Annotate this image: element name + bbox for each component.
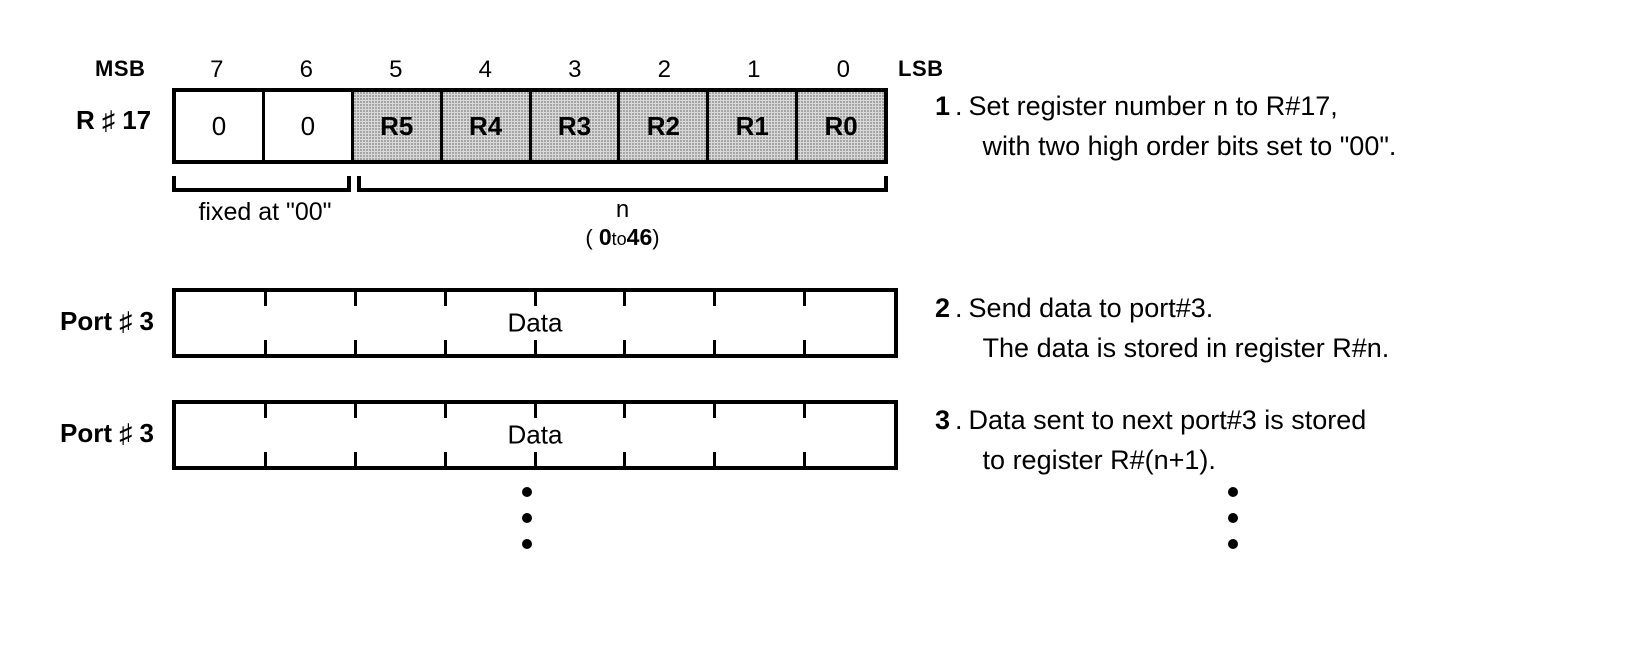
- range-max-value: 46: [626, 224, 653, 250]
- bit-number-2: 2: [657, 56, 671, 83]
- note-1-separator: .: [955, 91, 963, 121]
- note-1-number: 1: [935, 91, 951, 121]
- note-item-2: 2 . Send data to port#3. The data is sto…: [935, 288, 1635, 368]
- bit-number-7: 7: [210, 56, 224, 83]
- note-3-line-2: to register R#(n+1).: [982, 445, 1216, 475]
- note-1-line-1: Set register number n to R#17,: [968, 91, 1338, 121]
- bit-number-3: 3: [568, 56, 582, 83]
- note-2-line-2: The data is stored in register R#n.: [982, 333, 1390, 363]
- fixed-bits-caption: fixed at "00": [198, 198, 332, 226]
- note-2-number: 2: [935, 293, 951, 323]
- note-3-line-1: Data sent to next port#3 is stored: [968, 405, 1367, 435]
- brace-fixed-bits: [172, 176, 351, 192]
- port-row-1-data-field: Data: [172, 288, 898, 358]
- msb-label: MSB: [95, 56, 146, 81]
- register-cell-bit0: R0: [798, 92, 884, 160]
- bit-number-row: 7 6 5 4 3 2 1 0: [172, 55, 888, 85]
- note-1-line-2: with two high order bits set to "00".: [982, 131, 1397, 161]
- register-name-label: R ♯ 17: [76, 105, 152, 135]
- register-cell-bit5: R5: [353, 92, 443, 160]
- register-bit-field: 0 0 R5 R4 R3 R2 R1 R0: [172, 88, 888, 164]
- range-to-word: to: [611, 229, 627, 249]
- brace-register-number: [357, 176, 888, 192]
- port-row-1-data-label: Data: [507, 307, 563, 338]
- port-row-2-label: Port ♯ 3: [60, 418, 154, 448]
- register-cell-bit2: R2: [620, 92, 710, 160]
- continuation-ellipsis-right-icon: [1228, 487, 1240, 549]
- register-number-caption: n: [615, 196, 630, 223]
- register-cell-bit3: R3: [531, 92, 621, 160]
- continuation-ellipsis-left-icon: [522, 487, 534, 549]
- port-row-1-label: Port ♯ 3: [60, 306, 154, 336]
- bit-number-0: 0: [836, 56, 850, 83]
- register-cell-bit4: R4: [442, 92, 532, 160]
- range-min-value: 0: [598, 224, 612, 250]
- range-close-paren: ): [652, 225, 660, 250]
- note-item-3: 3 . Data sent to next port#3 is stored t…: [935, 400, 1635, 480]
- port-row-2-data-label: Data: [507, 419, 563, 450]
- note-item-1: 1 . Set register number n to R#17, with …: [935, 86, 1635, 166]
- port-row-2-data-field: Data: [172, 400, 898, 470]
- range-open-paren: (: [585, 225, 599, 250]
- note-3-number: 3: [935, 405, 951, 435]
- note-3-separator: .: [955, 405, 963, 435]
- register-number-range-caption: ( 0to46): [357, 224, 888, 251]
- note-2-separator: .: [955, 293, 963, 323]
- register-cell-bit1: R1: [709, 92, 799, 160]
- register-cell-bit7: 0: [176, 92, 265, 160]
- bit-number-1: 1: [747, 56, 761, 83]
- bit-number-5: 5: [389, 56, 403, 83]
- lsb-label: LSB: [898, 56, 944, 81]
- bit-number-4: 4: [478, 56, 492, 83]
- bit-number-6: 6: [299, 56, 313, 83]
- note-2-line-1: Send data to port#3.: [968, 293, 1214, 323]
- register-cell-bit6: 0: [264, 92, 354, 160]
